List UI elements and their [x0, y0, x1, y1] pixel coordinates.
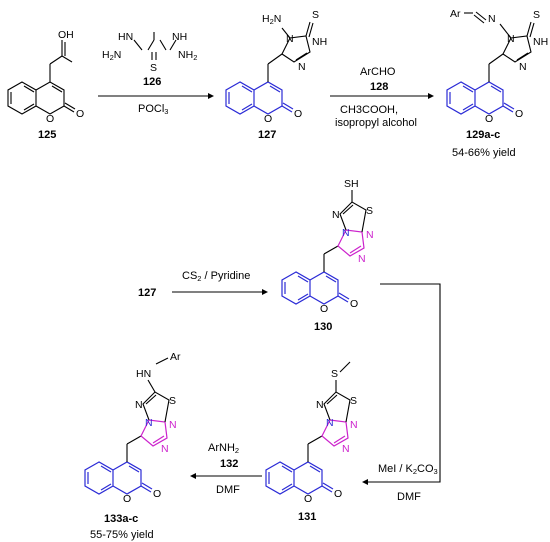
atom-n-129: N [519, 61, 527, 73]
atom-o-ring-127: O [264, 113, 272, 125]
atom-o-carbonyl-130: O [350, 298, 358, 310]
atom-n2-130: N [358, 253, 366, 265]
atom-o-carbonyl-133: O [153, 488, 161, 500]
reagent-cs2-pyridine: CS2 / Pyridine [182, 270, 250, 283]
compound-130 [281, 190, 367, 305]
atom-n1-130: N [366, 229, 374, 241]
compound-number-129: 129a-c [466, 129, 500, 141]
atom-o-ring-133: O [123, 493, 131, 505]
compound-131 [265, 361, 351, 495]
atom-h2n-127: H2N [262, 13, 281, 26]
atom-n-bridge-130: N [342, 227, 350, 239]
atom-n-thiadiazole-130: N [332, 209, 340, 221]
compound-125 [7, 40, 76, 115]
arrow-step4 [368, 283, 441, 483]
atom-s-thiadiazole-130: S [366, 205, 373, 217]
compound-number-133: 133a-c [104, 513, 138, 525]
reagent-dmf-1: DMF [397, 491, 421, 503]
reagent-acetic-acid: CH3COOH, [340, 104, 398, 116]
atom-n-thiadiazole-131: N [316, 399, 324, 411]
atom-n-bridge-133: N [145, 417, 153, 429]
compound-number-126: 126 [143, 76, 161, 88]
atom-ar-133: Ar [170, 351, 181, 363]
reagent-isopropyl-alcohol: isopropyl alcohol [335, 117, 417, 129]
atom-nh-127: NH [312, 36, 327, 48]
compound-number-132: 132 [220, 458, 238, 470]
atom-s-thiadiazole-133: S [169, 395, 176, 407]
reagent-arnh2: ArNH2 [208, 442, 239, 455]
compound-127 [225, 21, 314, 115]
atom-o-ring-129: O [485, 113, 493, 125]
atom-o-ring-130: O [320, 303, 328, 315]
atom-o-ring-131: O [304, 493, 312, 505]
atom-nh2-126: NH2 [178, 49, 197, 62]
atom-o-carbonyl-125: O [76, 108, 84, 120]
atom-s-methyl-131: S [331, 368, 338, 380]
atom-nh-126: NH [172, 31, 187, 43]
reagent-mei-k2co3: MeI / K2CO3 [378, 463, 438, 476]
atom-sh-130: SH [344, 178, 359, 190]
compound-number-130: 130 [314, 321, 332, 333]
atom-n-thiadiazole-133: N [135, 399, 143, 411]
atom-o-ring-125: O [46, 113, 54, 125]
atom-n2-133: N [161, 443, 169, 455]
atom-oh-125: OH [58, 29, 74, 41]
atom-nh-129: NH [533, 36, 548, 48]
atom-o-carbonyl-129: O [515, 108, 523, 120]
atom-n-127: N [298, 61, 306, 73]
atom-h2n-126: H2N [102, 49, 121, 62]
atom-n4-127: N [286, 33, 294, 45]
atom-n-imine-129: N [488, 13, 496, 25]
reagent-126 [133, 32, 177, 60]
compound-number-128: 128 [370, 81, 388, 93]
reagent-pocl3: POCl3 [138, 103, 168, 116]
yield-129: 54-66% yield [452, 147, 516, 159]
compound-133 [84, 357, 170, 495]
atom-hn-126: HN [118, 31, 133, 43]
atom-n1-131: N [350, 419, 358, 431]
atom-n-bridge-131: N [326, 417, 334, 429]
reagent-archo: ArCHO [360, 66, 396, 78]
atom-s-126: S [150, 62, 157, 74]
atom-n4-129: N [507, 33, 515, 45]
atom-o-carbonyl-127: O [294, 108, 302, 120]
compound-number-131: 131 [298, 511, 316, 523]
atom-n1-133: N [169, 419, 177, 431]
compound-129 [446, 11, 535, 115]
atom-s-127: S [312, 9, 319, 21]
reagent-dmf-2: DMF [216, 484, 240, 496]
yield-133: 55-75% yield [90, 529, 154, 541]
compound-number-125: 125 [38, 129, 56, 141]
atom-hn-133: HN [136, 368, 151, 380]
compound-number-127-start: 127 [138, 287, 156, 299]
atom-s-thiadiazole-131: S [350, 395, 357, 407]
atom-o-carbonyl-131: O [334, 488, 342, 500]
atom-ar-129: Ar [450, 8, 461, 20]
compound-number-127: 127 [258, 129, 276, 141]
atom-s-129: S [533, 9, 540, 21]
atom-n2-131: N [342, 443, 350, 455]
